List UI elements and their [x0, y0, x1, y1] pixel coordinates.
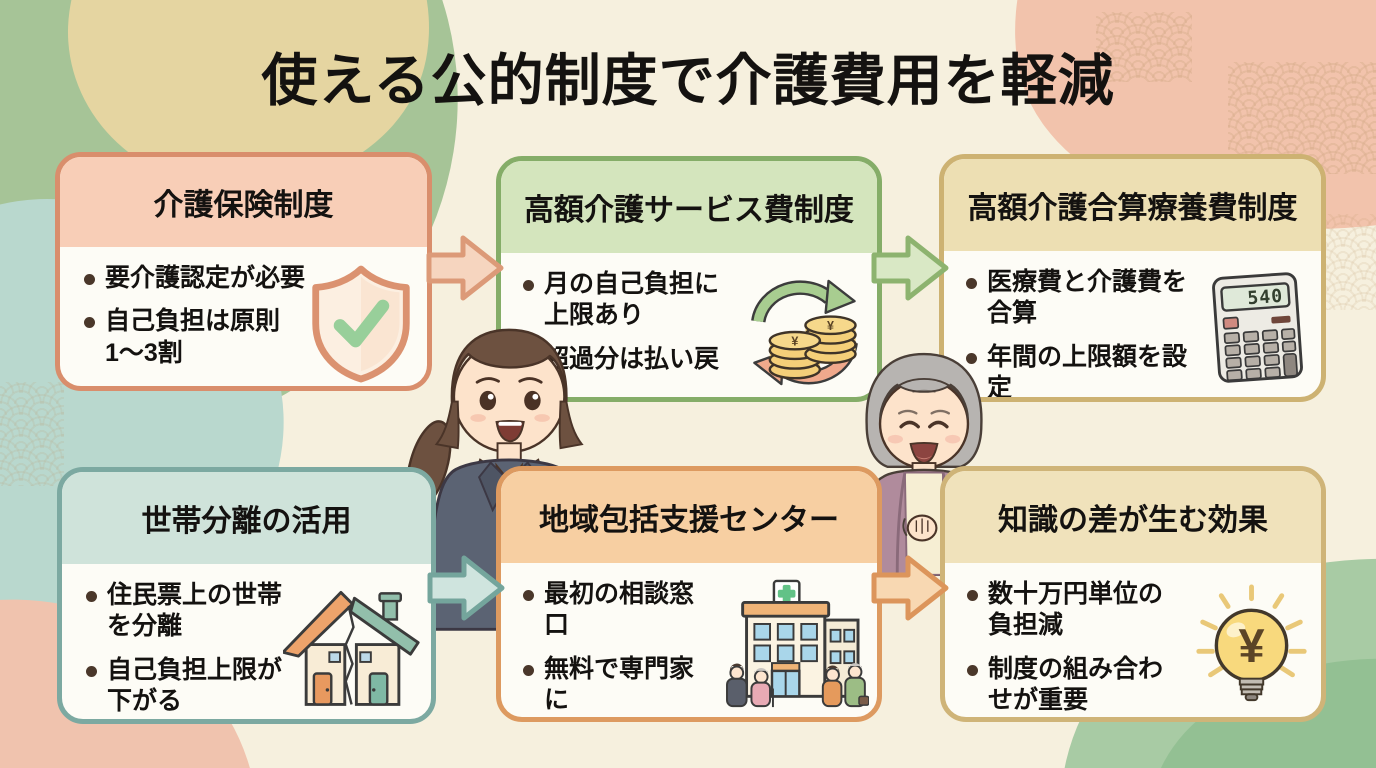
community-center-icon [717, 579, 869, 711]
list-item: 要介護認定が必要 [84, 263, 305, 294]
card-title: 知識の差が生む効果 [998, 504, 1268, 537]
bullet-list: 医療費と介護費を 合算 年間の上限額を設定 [966, 267, 1203, 397]
split-house-icon [283, 580, 423, 712]
card-household-separation: 世帯分離の活用 住民票上の世帯 を分離 自己負担上限が 下がる [57, 467, 436, 724]
bullet-list: 数十万円単位の 負担減 制度の組み合わ せが重要 [967, 579, 1191, 716]
card-header: 介護保険制度 [60, 157, 427, 247]
arrow-right-icon [871, 555, 949, 621]
wave-pattern [1096, 12, 1192, 82]
list-item: 医療費と介護費を 合算 [966, 267, 1203, 330]
money-cycle-icon: ¥ ¥ [739, 269, 869, 395]
list-item: 自己負担上限が 下がる [86, 655, 283, 718]
card-knowledge-effect: 知識の差が生む効果 数十万円単位の 負担減 制度の組み合わ せが重要 [940, 466, 1326, 722]
arrow-right-icon [427, 555, 505, 621]
bullet-list: 最初の相談窓口 無料で専門家に 相談 [523, 579, 717, 718]
card-header: 知識の差が生む効果 [945, 471, 1321, 563]
svg-text:¥: ¥ [1238, 620, 1264, 672]
wave-pattern [1322, 214, 1376, 310]
arrow-right-icon [871, 235, 949, 301]
card-care-insurance: 介護保険制度 要介護認定が必要 自己負担は原則 1〜3割 [55, 152, 432, 391]
arrow-right-icon [426, 235, 504, 301]
card-header: 地域包括支援センター [501, 471, 877, 563]
shield-check-icon [305, 263, 417, 385]
bullet-list: 月の自己負担に 上限あり 超過分は払い戻し [523, 269, 739, 397]
card-title: 高額介護合算療養費制度 [967, 192, 1298, 225]
list-item: 制度の組み合わ せが重要 [967, 654, 1191, 717]
list-item: 月の自己負担に 上限あり [523, 269, 739, 332]
list-item: 数十万円単位の 負担減 [967, 579, 1191, 642]
svg-text:¥: ¥ [791, 334, 798, 348]
card-title: 地域包括支援センター [539, 504, 839, 537]
card-header: 世帯分離の活用 [62, 472, 431, 564]
card-high-cost-service: 高額介護サービス費制度 月の自己負担に 上限あり 超過分は払い戻し [496, 156, 882, 402]
card-title: 高額介護サービス費制度 [524, 194, 854, 227]
list-item: 住民票上の世帯 を分離 [86, 580, 283, 643]
list-item: 自己負担は原則 1〜3割 [84, 306, 305, 369]
bullet-list: 要介護認定が必要 自己負担は原則 1〜3割 [84, 263, 305, 369]
page-title: 使える公的制度で介護費用を軽減 [261, 49, 1115, 112]
calculator-icon: 540 [1203, 267, 1313, 389]
svg-text:¥: ¥ [827, 319, 834, 333]
card-header: 高額介護サービス費制度 [501, 161, 877, 253]
card-combined-medical-care: 高額介護合算療養費制度 医療費と介護費を 合算 年間の上限額を設定 540 [939, 154, 1326, 402]
wave-pattern [0, 382, 64, 486]
bullet-list: 住民票上の世帯 を分離 自己負担上限が 下がる [86, 580, 283, 717]
list-item: 年間の上限額を設定 [966, 342, 1203, 397]
list-item: 無料で専門家に 相談 [523, 654, 717, 718]
list-item: 最初の相談窓口 [523, 579, 717, 642]
yen-lightbulb-icon: ¥ [1191, 579, 1313, 711]
list-item: 超過分は払い戻し [523, 344, 739, 397]
card-header: 高額介護合算療養費制度 [944, 159, 1321, 251]
svg-text:540: 540 [1247, 286, 1284, 309]
card-community-support-center: 地域包括支援センター 最初の相談窓口 無料で専門家に 相談 [496, 466, 882, 722]
card-title: 世帯分離の活用 [141, 505, 352, 538]
card-title: 介護保険制度 [153, 189, 334, 222]
